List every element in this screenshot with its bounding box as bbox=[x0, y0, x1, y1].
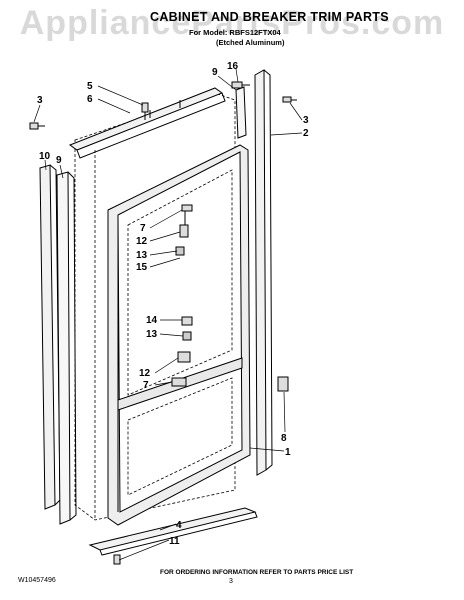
finish-line: (Etched Aluminum) bbox=[216, 38, 285, 47]
clip-8 bbox=[277, 376, 289, 392]
screw-3-right bbox=[282, 96, 297, 103]
callout-16: 16 bbox=[227, 61, 239, 72]
watermark: AppliancePartsPros.com bbox=[19, 4, 445, 42]
document-number: W10457496 bbox=[18, 577, 56, 584]
callout-12-upper: 12 bbox=[136, 236, 148, 247]
callout-9-top: 9 bbox=[212, 67, 218, 78]
callout-10: 10 bbox=[39, 151, 51, 162]
callout-1: 1 bbox=[285, 447, 291, 458]
screw-3-left bbox=[29, 122, 45, 130]
upper-latch-hardware bbox=[175, 204, 193, 256]
left-trim-9 bbox=[56, 171, 77, 525]
callout-13-upper: 13 bbox=[136, 250, 148, 261]
callout-9-left: 9 bbox=[56, 155, 62, 166]
screw-16 bbox=[231, 81, 250, 89]
callout-2: 2 bbox=[303, 128, 309, 139]
callout-5: 5 bbox=[87, 81, 93, 92]
callout-7-upper: 7 bbox=[140, 223, 146, 234]
callout-4: 4 bbox=[176, 520, 182, 531]
callout-13-lower: 13 bbox=[146, 329, 158, 340]
leader-lines bbox=[33, 68, 303, 561]
breaker-trim-frame bbox=[107, 144, 251, 526]
callout-14: 14 bbox=[146, 315, 158, 326]
page-number: 3 bbox=[229, 578, 233, 585]
callout-3-right: 3 bbox=[303, 115, 309, 126]
callout-6: 6 bbox=[87, 94, 93, 105]
callout-12-lower: 12 bbox=[139, 368, 151, 379]
page-title: CABINET AND BREAKER TRIM PARTS bbox=[150, 10, 389, 24]
model-line: For Model: RBFS12FTX04 bbox=[189, 28, 281, 37]
callout-11: 11 bbox=[169, 536, 180, 547]
lower-latch-hardware bbox=[171, 316, 193, 387]
top-trim bbox=[68, 87, 226, 159]
bottom-trim-4 bbox=[88, 507, 258, 556]
screw-11 bbox=[113, 554, 121, 565]
ordering-note: FOR ORDERING INFORMATION REFER TO PARTS … bbox=[160, 569, 354, 576]
callout-3-left: 3 bbox=[37, 95, 43, 106]
callout-7-lower: 7 bbox=[143, 380, 149, 391]
right-trim-9 bbox=[235, 86, 247, 139]
callout-15: 15 bbox=[136, 262, 148, 273]
callout-8: 8 bbox=[281, 433, 287, 444]
screw-5 bbox=[141, 102, 149, 120]
right-trim-2 bbox=[254, 69, 273, 476]
callout-labels: 5 6 3 9 16 3 2 10 9 7 12 13 15 14 13 12 … bbox=[37, 61, 309, 547]
